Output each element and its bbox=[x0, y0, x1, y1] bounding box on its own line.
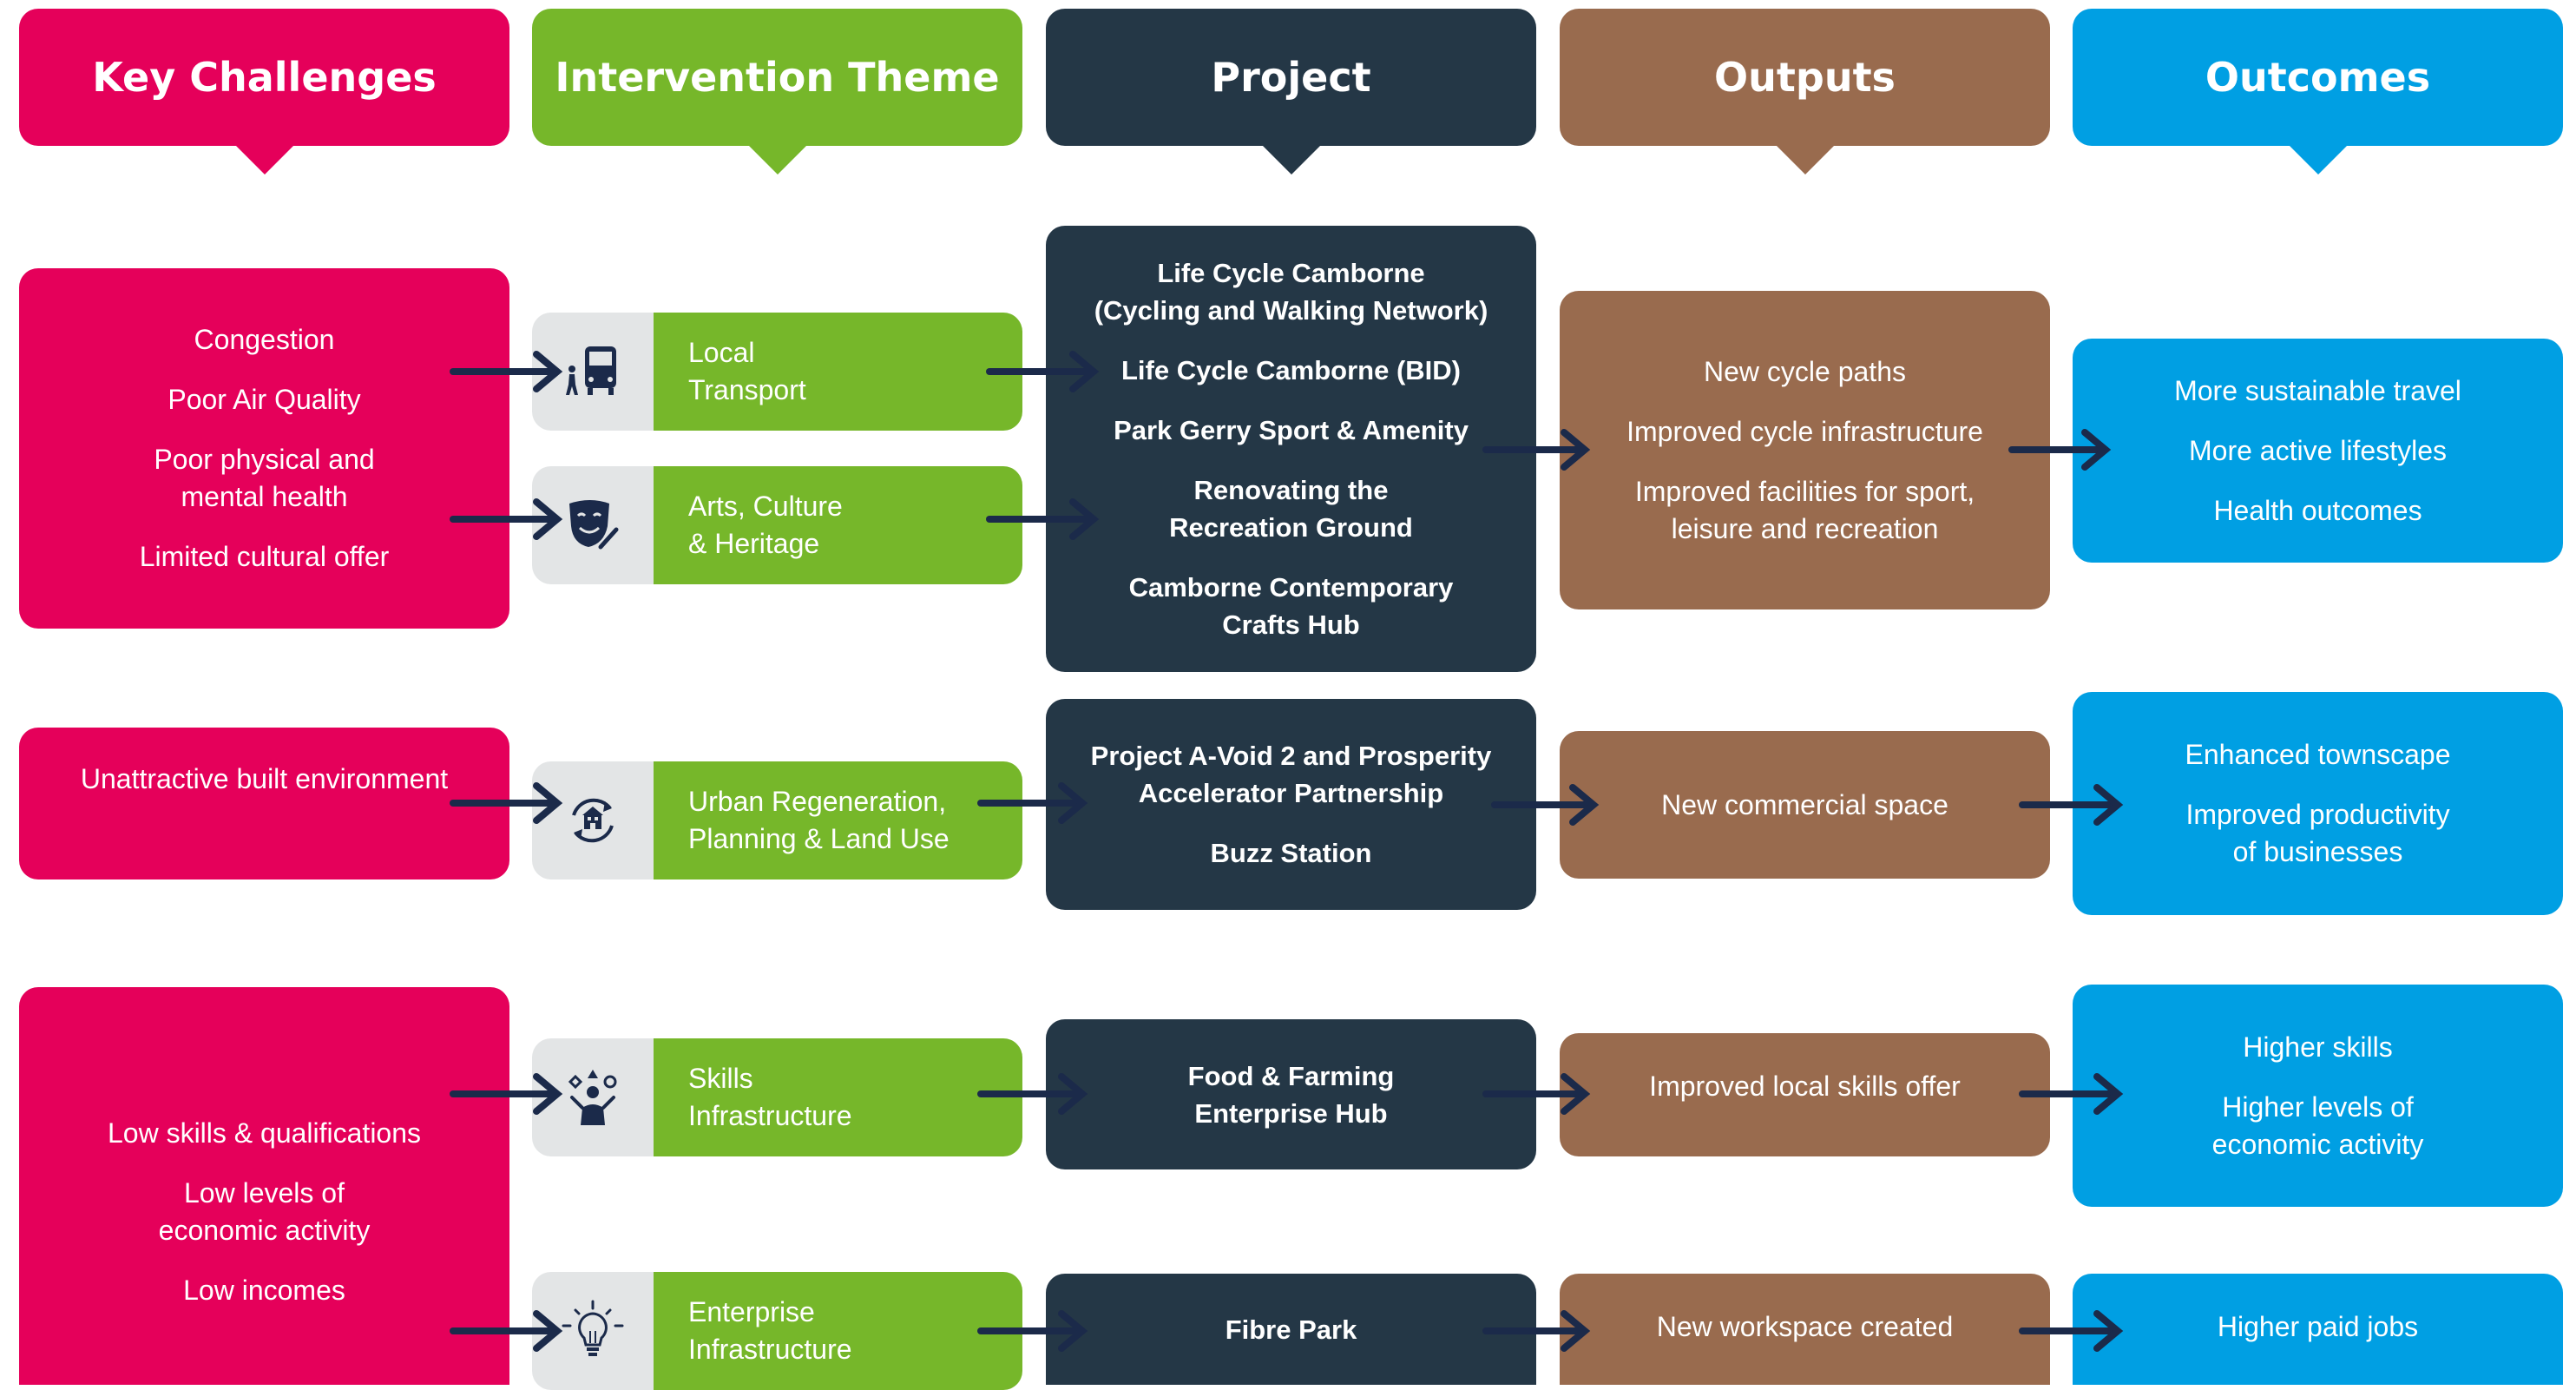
outcome-item: Higher levels of economic activity bbox=[2211, 1090, 2424, 1160]
theme-urban-regeneration: Urban Regeneration, Planning & Land Use bbox=[532, 761, 1022, 879]
project-item: Life Cycle Camborne (BID) bbox=[1120, 355, 1461, 385]
challenge-box-skills-economy: Low skills & qualifications Low levels o… bbox=[19, 987, 509, 1385]
header-label: Project bbox=[1211, 54, 1371, 101]
header-pointer bbox=[747, 145, 807, 175]
outcome-box-travel-health: More sustainable travel More active life… bbox=[2073, 339, 2563, 563]
arrow-head bbox=[533, 351, 563, 392]
transport-icon bbox=[532, 313, 654, 431]
project-item: Park Gerry Sport & Amenity bbox=[1114, 415, 1469, 445]
theme-label: Arts, Culture & Heritage bbox=[654, 466, 1022, 584]
project-item: Renovating the Recreation Ground bbox=[1169, 475, 1413, 543]
header-outcomes: Outcomes bbox=[2073, 9, 2563, 175]
arrow-head bbox=[1058, 782, 1088, 824]
arrow-head bbox=[1058, 1310, 1088, 1352]
challenge-item: Limited cultural offer bbox=[139, 541, 390, 572]
theme-label: Urban Regeneration, Planning & Land Use bbox=[654, 761, 1022, 879]
header-label: Outcomes bbox=[2205, 54, 2431, 101]
outcome-box-skills: Higher skills Higher levels of economic … bbox=[2073, 985, 2563, 1207]
output-item: Improved local skills offer bbox=[1649, 1070, 1961, 1102]
outcome-item: More active lifestyles bbox=[2189, 434, 2447, 466]
project-item: Camborne Contemporary Crafts Hub bbox=[1128, 572, 1454, 640]
output-box-commercial: New commercial space bbox=[1560, 731, 2050, 879]
theme-local-transport: Local Transport bbox=[532, 313, 1022, 431]
challenge-item: Low levels of economic activity bbox=[158, 1177, 371, 1246]
outcome-item: Higher paid jobs bbox=[2217, 1311, 2419, 1342]
theme-label: Skills Infrastructure bbox=[654, 1038, 1022, 1156]
header-label: Key Challenges bbox=[92, 54, 437, 101]
challenge-item: Unattractive built environment bbox=[80, 763, 449, 794]
project-item: Project A-Void 2 and Prosperity Accelera… bbox=[1090, 741, 1492, 808]
output-item: Improved facilities for sport, leisure a… bbox=[1634, 475, 1975, 544]
lightbulb-icon bbox=[562, 1300, 624, 1356]
output-box-cycling: New cycle paths Improved cycle infrastru… bbox=[1560, 291, 2050, 609]
challenge-box-built-environment: Unattractive built environment bbox=[19, 728, 509, 879]
theme-skills-infrastructure: Skills Infrastructure bbox=[532, 1038, 1022, 1156]
regeneration-icon bbox=[572, 798, 614, 843]
project-box-life-cycle: Life Cycle Camborne (Cycling and Walking… bbox=[1046, 226, 1536, 672]
theme-label: Enterprise Infrastructure bbox=[654, 1272, 1022, 1390]
arrow-head bbox=[2093, 784, 2124, 826]
outcome-box-townscape: Enhanced townscape Improved productivity… bbox=[2073, 692, 2563, 915]
arrow-head bbox=[1069, 498, 1100, 540]
outcome-item: Health outcomes bbox=[2213, 494, 2422, 526]
arrow-head bbox=[1561, 1073, 1591, 1115]
output-item: New workspace created bbox=[1656, 1311, 1954, 1342]
challenge-item: Poor physical and mental health bbox=[154, 444, 375, 512]
header-key-challenges: Key Challenges bbox=[19, 9, 509, 175]
project-box-a-void: Project A-Void 2 and Prosperity Accelera… bbox=[1046, 699, 1536, 910]
arrow-head bbox=[533, 1310, 563, 1352]
project-item: Food & Farming Enterprise Hub bbox=[1187, 1060, 1395, 1129]
arrow-head bbox=[1069, 351, 1100, 392]
arrow-head bbox=[533, 782, 563, 824]
outcome-item: Higher skills bbox=[2243, 1031, 2393, 1063]
theme-icon bbox=[532, 761, 654, 879]
project-item: Life Cycle Camborne (Cycling and Walking… bbox=[1094, 258, 1488, 326]
theatre-mask-icon bbox=[569, 500, 619, 550]
challenge-item: Congestion bbox=[194, 324, 335, 355]
header-label: Outputs bbox=[1714, 54, 1896, 101]
arrow-head bbox=[1561, 1310, 1591, 1352]
challenge-box-transport-culture: Congestion Poor Air Quality Poor physica… bbox=[19, 268, 509, 629]
header-pointer bbox=[1775, 145, 1835, 175]
arrow-head bbox=[2093, 1073, 2124, 1115]
header-pointer bbox=[2288, 145, 2348, 175]
project-box-food-farming: Food & Farming Enterprise Hub bbox=[1046, 1019, 1536, 1169]
output-item: New commercial space bbox=[1661, 788, 1948, 820]
theme-arts-culture-heritage: Arts, Culture & Heritage bbox=[532, 466, 1022, 584]
outcome-item: Enhanced townscape bbox=[2185, 739, 2451, 770]
arrow-head bbox=[1561, 429, 1591, 471]
header-label: Intervention Theme bbox=[555, 54, 1000, 101]
header-pointer bbox=[234, 145, 294, 175]
outcome-item: More sustainable travel bbox=[2174, 374, 2461, 406]
arrow-head bbox=[533, 1073, 563, 1115]
output-item: New cycle paths bbox=[1704, 355, 1906, 387]
project-item: Fibre Park bbox=[1225, 1314, 1357, 1345]
theme-label: Local Transport bbox=[654, 313, 1022, 431]
header-project: Project bbox=[1046, 9, 1536, 175]
outcome-item: Improved productivity of businesses bbox=[2185, 799, 2450, 867]
header-outputs: Outputs bbox=[1560, 9, 2050, 175]
outcome-box-jobs: Higher paid jobs bbox=[2073, 1274, 2563, 1385]
arrow-head bbox=[1569, 784, 1600, 826]
skills-icon bbox=[568, 1070, 617, 1125]
project-box-fibre-park: Fibre Park bbox=[1046, 1274, 1536, 1385]
output-box-workspace: New workspace created bbox=[1560, 1274, 2050, 1385]
arrow-head bbox=[533, 498, 563, 540]
header-pointer bbox=[1261, 145, 1321, 175]
output-box-skills: Improved local skills offer bbox=[1560, 1033, 2050, 1156]
arrow-head bbox=[1058, 1073, 1088, 1115]
challenge-item: Low skills & qualifications bbox=[107, 1117, 422, 1149]
output-item: Improved cycle infrastructure bbox=[1626, 415, 1983, 447]
challenge-item: Poor Air Quality bbox=[168, 384, 361, 415]
project-item: Buzz Station bbox=[1210, 838, 1372, 868]
arrow-head bbox=[2081, 429, 2112, 471]
challenge-item: Low incomes bbox=[183, 1275, 345, 1306]
header-intervention-theme: Intervention Theme bbox=[532, 9, 1022, 175]
arrow-head bbox=[2093, 1310, 2124, 1352]
